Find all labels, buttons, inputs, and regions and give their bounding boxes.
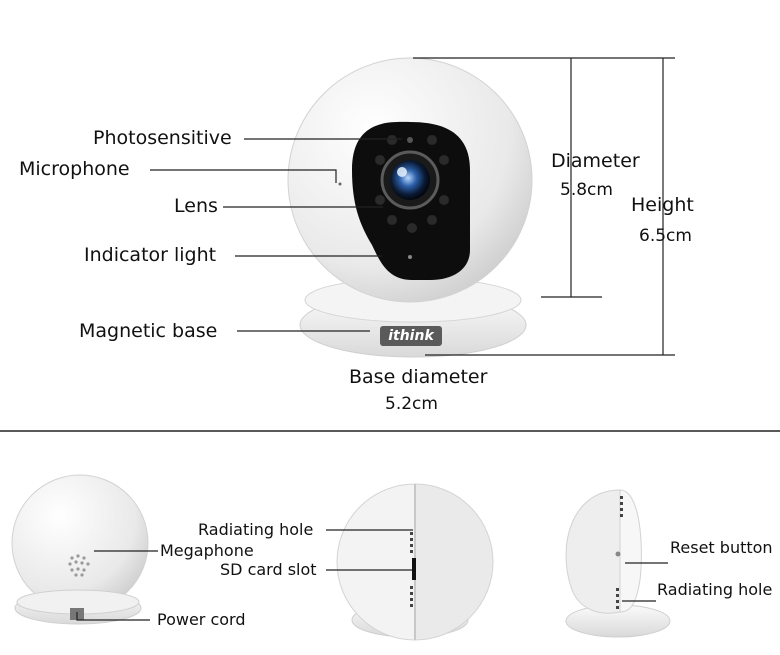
camera-side-view	[336, 483, 494, 641]
radiating-holes-side	[410, 532, 413, 607]
label-microphone: Microphone	[19, 158, 130, 180]
microphone-hole	[338, 182, 342, 186]
brand-logo: ithink	[388, 328, 434, 344]
lens-icon	[390, 160, 430, 200]
sd-card-slot	[412, 558, 416, 580]
label-indicator-light: Indicator light	[84, 244, 217, 266]
label-height: Height	[631, 194, 694, 216]
value-base-diameter: 5.2cm	[385, 394, 438, 414]
brand-badge	[380, 326, 442, 346]
camera-main	[287, 57, 533, 358]
label-base-diameter: Base diameter	[349, 366, 488, 388]
leader-lines-bottom-middle	[326, 529, 413, 571]
dimension-lines	[413, 57, 675, 356]
label-megaphone: Megaphone	[160, 541, 254, 560]
photosensitive-sensor	[407, 137, 413, 143]
label-diameter: Diameter	[551, 150, 640, 172]
reset-button	[615, 551, 621, 557]
leader-lines-top	[150, 138, 402, 332]
indicator-light	[408, 255, 412, 259]
label-radiating-hole-left: Radiating hole	[198, 520, 314, 539]
label-photosensitive: Photosensitive	[93, 127, 232, 149]
camera-right-view	[565, 489, 671, 638]
label-magnetic-base: Magnetic base	[79, 320, 218, 342]
label-reset-button: Reset button	[670, 538, 773, 557]
label-radiating-hole-right: Radiating hole	[657, 580, 773, 599]
radiating-holes-right	[616, 496, 623, 609]
value-height: 6.5cm	[639, 226, 692, 246]
leader-lines-bottom-right	[622, 562, 668, 602]
camera-back-view	[11, 474, 149, 625]
label-lens: Lens	[174, 195, 218, 217]
label-sd-card-slot: SD card slot	[220, 560, 317, 579]
megaphone-holes	[68, 554, 90, 577]
value-diameter: 5.8cm	[560, 180, 613, 200]
leader-lines-bottom-left	[76, 550, 158, 621]
label-power-cord: Power cord	[157, 610, 246, 629]
